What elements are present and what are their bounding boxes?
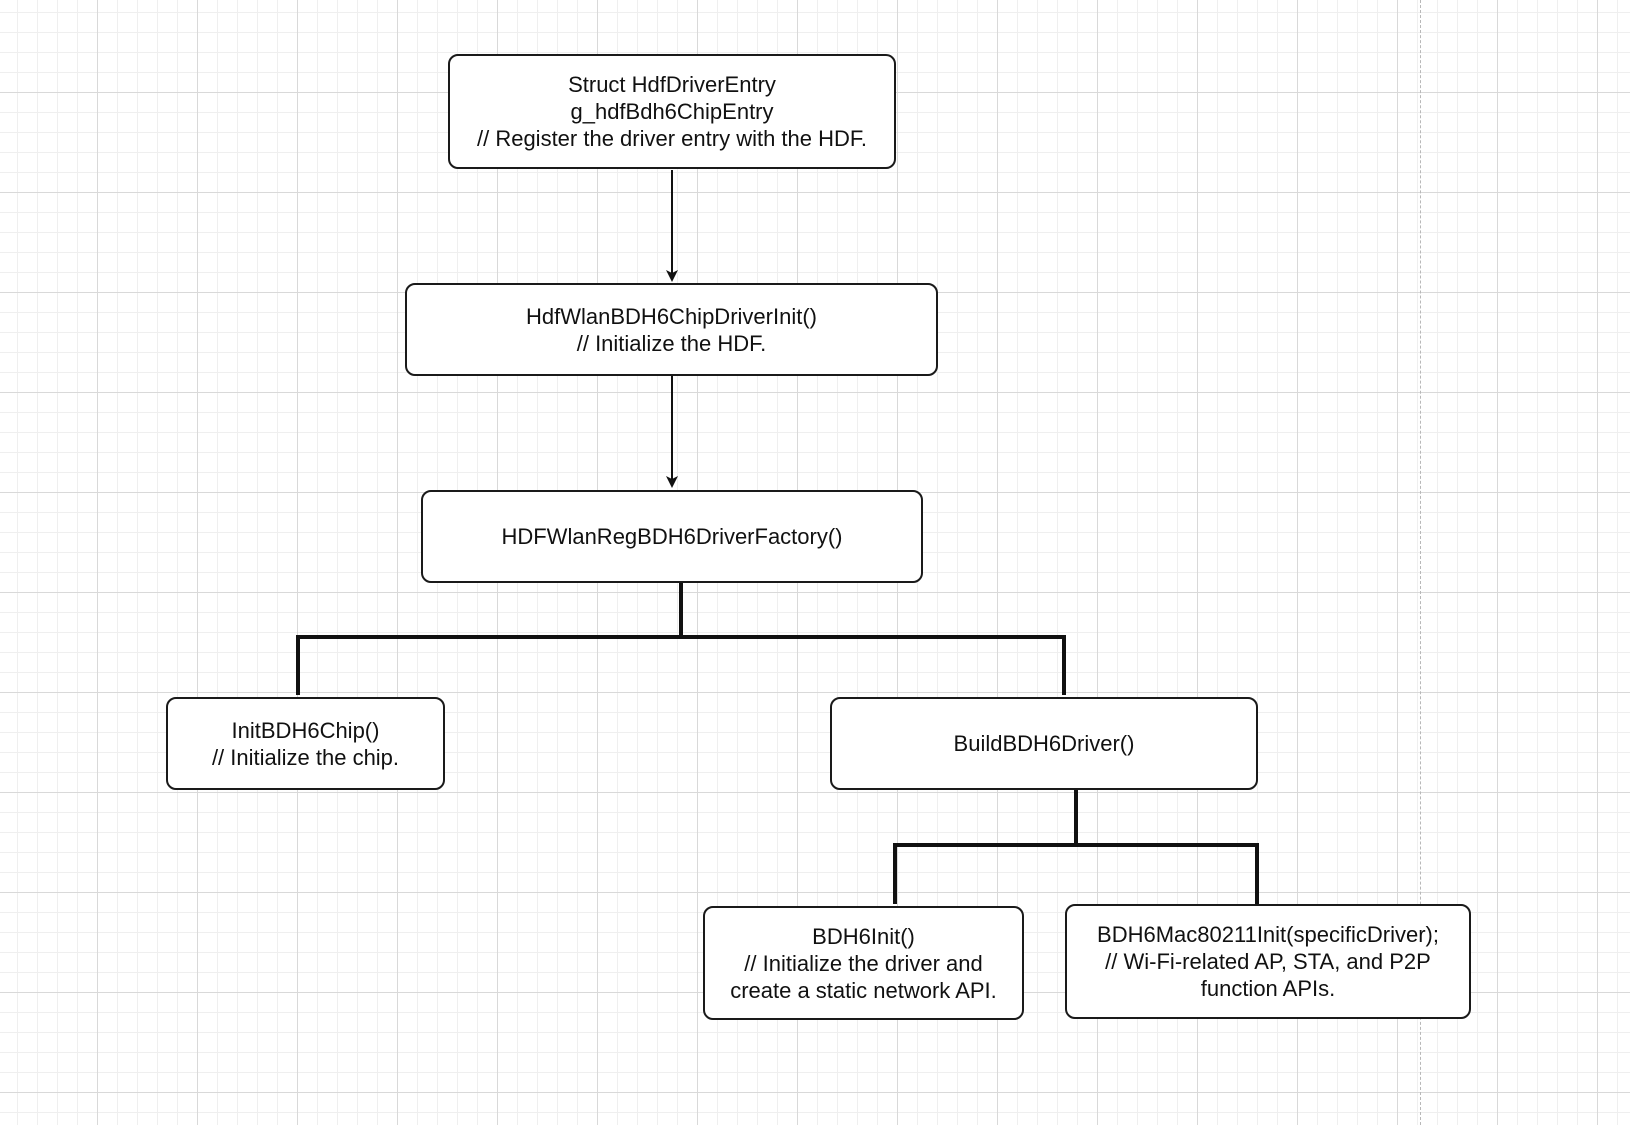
node-driver-entry-line-3: // Register the driver entry with the HD…	[476, 126, 868, 151]
node-driver-entry-line-2: g_hdfBdh6ChipEntry	[570, 99, 774, 124]
node-init-chip-line-1: InitBDH6Chip()	[231, 717, 380, 743]
node-driver-entry[interactable]: Struct HdfDriverEntry g_hdfBdh6ChipEntry…	[448, 54, 896, 169]
node-mac80211-init[interactable]: BDH6Mac80211Init(specificDriver); // Wi-…	[1065, 904, 1471, 1019]
node-bdh6-init[interactable]: BDH6Init() // Initialize the driver and …	[703, 906, 1024, 1020]
node-bdh6-init-line-2: // Initialize the driver and	[744, 950, 983, 976]
bracket-factory-to-children	[296, 635, 1066, 695]
node-build-driver-line-1: BuildBDH6Driver()	[953, 731, 1135, 756]
node-driver-factory-line-1: HDFWlanRegBDH6DriverFactory()	[501, 524, 843, 549]
node-driver-factory[interactable]: HDFWlanRegBDH6DriverFactory()	[421, 490, 923, 583]
node-mac80211-init-line-3: function APIs.	[1200, 976, 1336, 1001]
node-bdh6-init-line-1: BDH6Init()	[812, 923, 915, 949]
node-bdh6-init-line-3: create a static network API.	[730, 977, 997, 1003]
node-build-driver[interactable]: BuildBDH6Driver()	[830, 697, 1258, 790]
bracket-build-driver-to-children	[893, 843, 1259, 904]
node-chip-driver-init-line-2: // Initialize the HDF.	[576, 330, 767, 356]
node-init-chip-line-2: // Initialize the chip.	[211, 744, 400, 770]
node-mac80211-init-line-1: BDH6Mac80211Init(specificDriver);	[1097, 922, 1439, 947]
node-mac80211-init-line-2: // Wi-Fi-related AP, STA, and P2P	[1105, 949, 1431, 974]
node-chip-driver-init[interactable]: HdfWlanBDH6ChipDriverInit() // Initializ…	[405, 283, 938, 376]
node-init-chip[interactable]: InitBDH6Chip() // Initialize the chip.	[166, 697, 445, 790]
node-chip-driver-init-line-1: HdfWlanBDH6ChipDriverInit()	[526, 303, 817, 329]
node-driver-entry-line-1: Struct HdfDriverEntry	[568, 72, 776, 97]
page-boundary-guide	[1420, 0, 1421, 1125]
